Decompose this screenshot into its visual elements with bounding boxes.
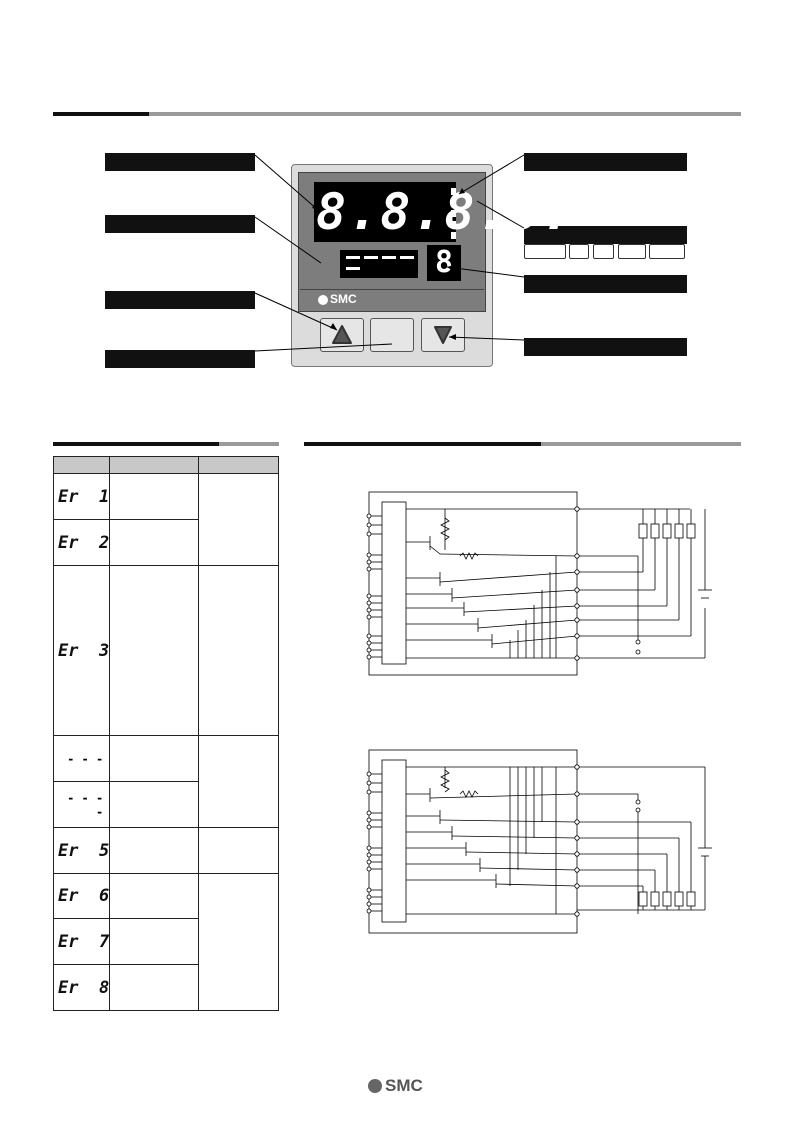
error-table: Er 1 Er 2 Er 3 - - - - - - - Er 5 Er 6 E… — [52, 456, 279, 1011]
circuit-diagram-npn — [366, 491, 712, 676]
callout-down-button — [524, 338, 687, 356]
smc-logo-icon — [318, 294, 328, 305]
set-button[interactable] — [370, 318, 414, 352]
leader-lines — [254, 154, 525, 352]
unit-box — [524, 244, 566, 259]
indicator-led — [451, 210, 456, 217]
unit-box — [649, 244, 685, 259]
footer-logo: SMC — [368, 1076, 423, 1096]
section-rule-circuit — [304, 442, 741, 446]
indicator-led — [451, 221, 456, 228]
table-row: Er 5 — [52, 827, 279, 874]
table-row: Er 1 — [52, 473, 279, 566]
channel-display: 8 — [427, 245, 461, 281]
main-display: 8.8.8.8. — [314, 182, 571, 242]
error-code: - - - - — [52, 781, 111, 828]
table-row: Er 8 — [52, 964, 279, 1011]
table-row: Er 7 — [52, 918, 279, 965]
error-code: Er 3 — [52, 565, 111, 736]
error-code: Er 5 — [52, 827, 111, 874]
unit-box — [593, 244, 614, 259]
unit-box — [569, 244, 589, 259]
error-code: Er 2 — [52, 519, 111, 566]
callout-channel-display — [524, 275, 687, 293]
table-row: Er 3 — [52, 565, 279, 736]
sub-display — [340, 250, 418, 278]
table-row: Er 2 — [52, 519, 279, 566]
indicator-led — [451, 199, 456, 206]
table-header — [52, 456, 279, 474]
circuit-diagram-pnp — [366, 749, 712, 934]
brand-text: SMC — [330, 292, 357, 306]
callout-up-button — [105, 291, 255, 309]
down-button[interactable] — [421, 318, 465, 352]
callout-sub-display — [105, 215, 255, 233]
unit-box — [618, 244, 646, 259]
smc-logo-icon — [368, 1079, 382, 1093]
down-arrow-icon — [434, 326, 452, 344]
panel-divider — [300, 289, 484, 290]
error-code: Er 7 — [52, 918, 111, 965]
main-display-value: 8.8.8.8. — [316, 183, 573, 241]
section-rule-top — [53, 112, 741, 116]
callout-unit-indicator — [524, 226, 687, 244]
indicator-led — [451, 188, 456, 195]
channel-display-value: 8 — [434, 245, 454, 280]
error-code: - - - — [52, 735, 111, 782]
up-arrow-icon — [332, 325, 352, 344]
table-row: - - - — [52, 735, 279, 828]
table-row: Er 6 — [52, 873, 279, 1011]
section-rule-errors — [53, 442, 279, 446]
callout-main-display — [105, 153, 255, 171]
error-code: Er 8 — [52, 964, 111, 1011]
error-code: Er 6 — [52, 873, 111, 919]
brand-logo: SMC — [318, 292, 357, 306]
callout-set-button — [105, 350, 255, 368]
callout-output-indicator — [524, 153, 687, 171]
indicator-led — [451, 232, 456, 239]
error-code: Er 1 — [52, 473, 111, 520]
footer-brand-text: SMC — [385, 1076, 423, 1095]
